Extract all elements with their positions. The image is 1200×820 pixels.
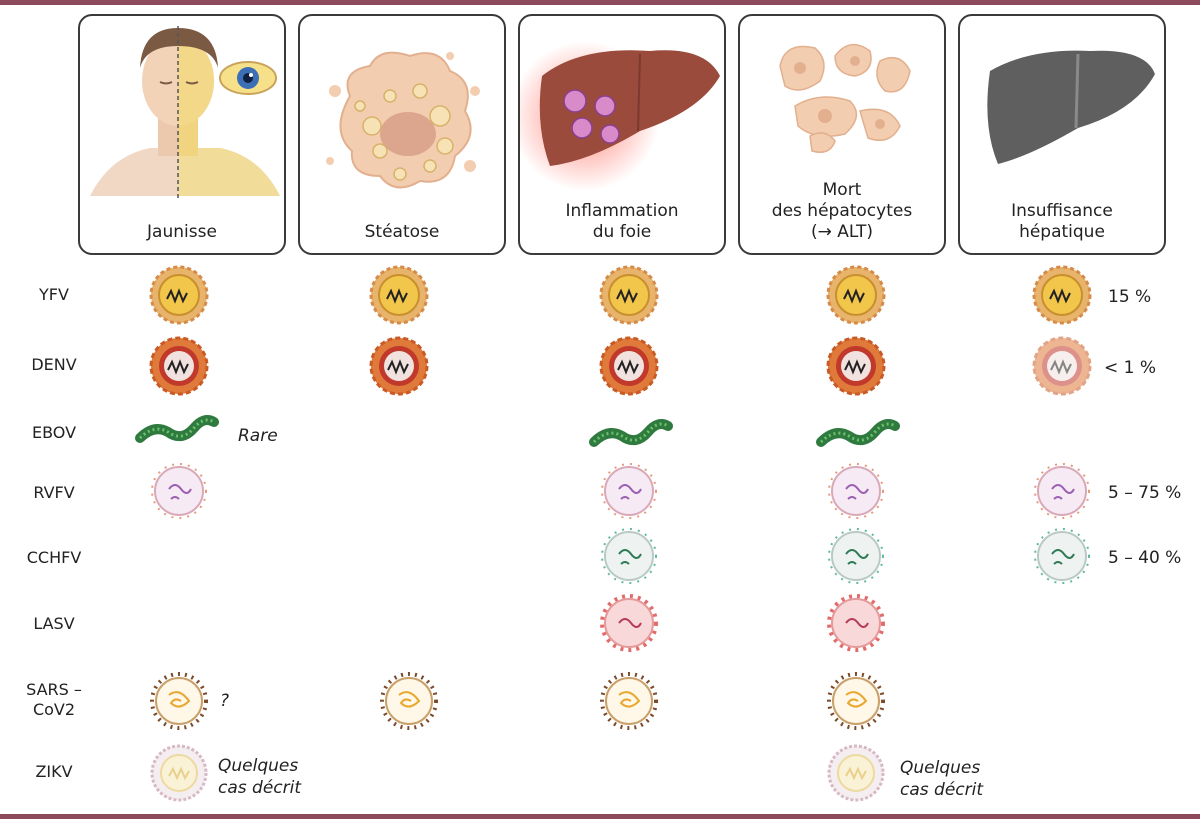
denv-virus-icon (599, 336, 659, 396)
rvfv-virus-icon (151, 463, 207, 519)
rvfv-virus-icon (601, 463, 657, 519)
note-ebov-jaundice: Rare (238, 426, 278, 446)
panel-failure: Insuffisance hépatique (958, 14, 1166, 255)
bottom-rule (0, 814, 1200, 819)
yfv-virus-icon (1032, 265, 1092, 325)
note-denv-failure-rate: < 1 % (1104, 358, 1157, 378)
rvfv-virus-icon (828, 463, 884, 519)
note-cchfv-failure-rate: 5 – 40 % (1108, 548, 1182, 568)
ebov-virus-icon (816, 419, 900, 447)
yfv-virus-icon (599, 265, 659, 325)
inflamed-liver-illustration (520, 41, 720, 191)
steatosis-illustration (326, 51, 480, 189)
note-sars-jaundice: ? (220, 691, 230, 711)
hepatocyte-death-illustration (779, 43, 911, 153)
panel-caption: Stéatose (364, 222, 440, 242)
denv-virus-icon (826, 336, 886, 396)
row-label-rvfv: RVFV (33, 483, 75, 502)
sars-cov2-virus-icon (827, 672, 885, 730)
cchfv-virus-icon (828, 528, 884, 584)
row-label-zikv: ZIKV (35, 762, 73, 781)
note-zikv-hepatocyte-death: Quelques cas décrit (900, 758, 983, 800)
panel-steatosis: Stéatose (298, 14, 506, 255)
lasv-virus-icon (827, 594, 885, 652)
yfv-virus-icon (369, 265, 429, 325)
ebov-virus-icon (135, 415, 219, 443)
lasv-virus-icon (600, 594, 658, 652)
panel-jaundice: Jaunisse (78, 14, 286, 255)
rvfv-virus-icon (1034, 463, 1090, 519)
denv-virus-icon (149, 336, 209, 396)
panel-death: Mort des hépatocytes (→ ALT) (738, 14, 946, 255)
row-label-yfv: YFV (39, 285, 69, 304)
row-label-cchfv: CCHFV (26, 548, 82, 567)
note-yfv-failure-rate: 15 % (1108, 287, 1152, 307)
denv-virus-icon (369, 336, 429, 396)
yfv-virus-icon (826, 265, 886, 325)
failed-liver-illustration (987, 50, 1155, 164)
jaundice-illustration (90, 26, 280, 201)
top-rule (0, 0, 1200, 5)
denv-virus-icon (1032, 336, 1092, 396)
panel-inflammation: Inflammation du foie (518, 14, 726, 255)
sars-cov2-virus-icon (150, 672, 208, 730)
yfv-virus-icon (149, 265, 209, 325)
row-label-sars-cov2: SARS – CoV2 (26, 680, 82, 719)
row-label-ebov: EBOV (31, 423, 77, 442)
panel-caption: Jaunisse (147, 222, 217, 242)
note-rvfv-failure-rate: 5 – 75 % (1108, 483, 1182, 503)
zikv-virus-icon (150, 744, 208, 802)
panel-caption: Insuffisance hépatique (1011, 201, 1113, 242)
note-zikv-jaundice: Quelques cas décrit (218, 756, 301, 798)
zikv-virus-icon (827, 744, 885, 802)
sars-cov2-virus-icon (380, 672, 438, 730)
row-label-denv: DENV (31, 355, 77, 374)
ebov-virus-icon (589, 419, 673, 447)
panel-caption: Inflammation du foie (565, 201, 679, 242)
row-label-lasv: LASV (33, 614, 75, 633)
panel-caption: Mort des hépatocytes (→ ALT) (771, 180, 913, 242)
sars-cov2-virus-icon (600, 672, 658, 730)
cchfv-virus-icon (601, 528, 657, 584)
cchfv-virus-icon (1034, 528, 1090, 584)
